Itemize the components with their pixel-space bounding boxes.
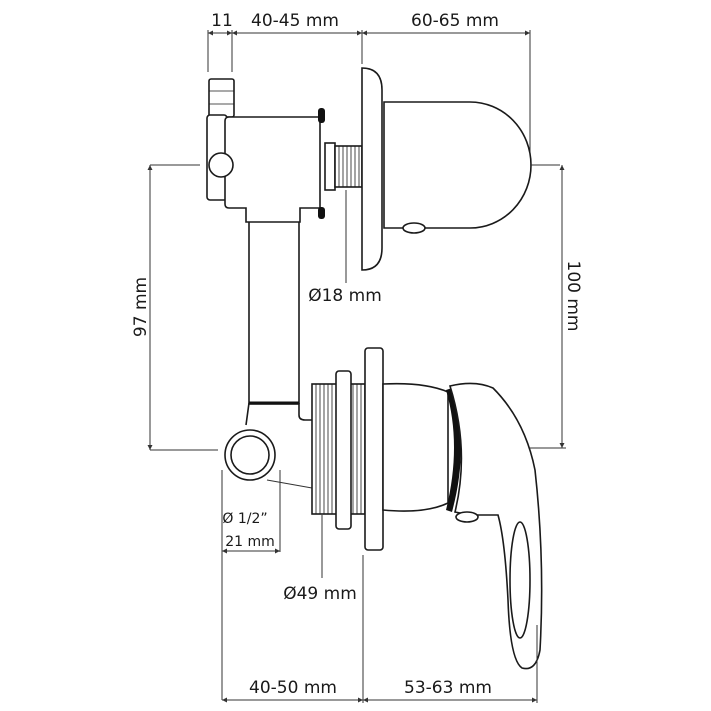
vertical-pipe xyxy=(248,211,300,405)
handle-hole xyxy=(509,521,531,639)
dim-right-height: 100 mm xyxy=(563,261,583,332)
screw xyxy=(402,222,426,234)
o-ring-top xyxy=(318,108,325,123)
dim-body-diameter: Ø49 mm xyxy=(283,584,357,604)
o-ring-bottom xyxy=(318,207,325,219)
hose-nozzle xyxy=(208,78,235,118)
valve-body-bottom xyxy=(224,347,543,670)
dim-pipe-diameter: Ø 1/2” xyxy=(222,511,267,527)
left-height-dimension: 97 mm xyxy=(131,164,218,451)
dim-top-right: 60-65 mm xyxy=(411,11,499,31)
dim-thread-diameter: Ø18 mm xyxy=(308,286,382,306)
dim-pipe-width: 21 mm xyxy=(225,534,275,550)
dim-bottom-right: 53-63 mm xyxy=(404,678,492,698)
dim-left-height: 97 mm xyxy=(131,277,151,337)
thread-small xyxy=(334,145,363,188)
pipe-dimension: Ø 1/2” 21 mm xyxy=(221,470,281,700)
valve-body-top xyxy=(206,67,560,405)
mixer-box xyxy=(224,116,321,223)
lever-handle xyxy=(448,382,543,670)
right-height-dimension: 100 mm xyxy=(527,165,583,449)
side-port xyxy=(208,152,234,178)
top-dimensions: 11 40-45 mm 60-65 mm xyxy=(207,11,531,160)
bottom-dimensions: 40-50 mm 53-63 mm xyxy=(222,555,538,703)
wall-plate-top xyxy=(361,67,383,271)
dome-cover xyxy=(383,101,532,229)
dim-top-middle: 40-45 mm xyxy=(251,11,339,31)
lock-nut xyxy=(335,370,352,530)
handle-base xyxy=(382,382,449,512)
nut xyxy=(324,142,336,191)
dim-bottom-left: 40-50 mm xyxy=(249,678,337,698)
dim-top-left: 11 xyxy=(211,11,233,31)
handle-screw xyxy=(455,511,479,523)
wall-plate-bottom xyxy=(364,347,384,551)
